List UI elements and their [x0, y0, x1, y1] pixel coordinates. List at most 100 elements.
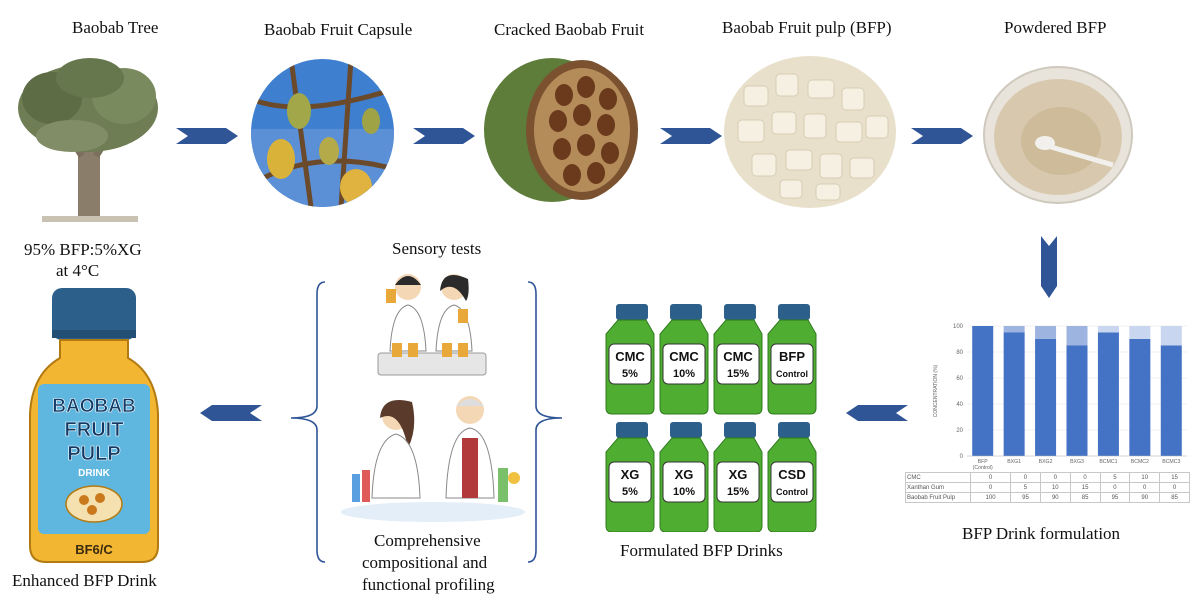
table-cell: 95: [1010, 492, 1041, 503]
bar-segment: [1066, 345, 1088, 456]
enhanced-bottle-code: BF6/C: [75, 542, 113, 557]
x-tick-label: BXG2: [1039, 459, 1053, 465]
fruit-capsule-image: [251, 59, 394, 207]
table-cell: 0: [1039, 472, 1071, 483]
x-tick-label: BCMC2: [1131, 459, 1149, 465]
bottle-label-line2: 5%: [622, 486, 638, 498]
bar-segment: [1129, 339, 1151, 456]
y-tick-label: 80: [956, 350, 963, 356]
bracket-right: [527, 281, 563, 563]
bottle-6: XG 10%: [659, 422, 709, 532]
bottle-label-line1: BFP: [779, 349, 805, 364]
table-cell: 0: [1129, 482, 1161, 493]
label-profiling-line2: compositional and: [362, 553, 488, 572]
label-powdered: Powdered BFP: [1004, 18, 1107, 37]
table-row-header: Baobab Fruit Pulp: [905, 492, 971, 503]
x-tick-label: BXG3: [1070, 459, 1084, 465]
table-row-header: Xanthan Gum: [905, 482, 971, 493]
label-formulated-drinks: Formulated BFP Drinks: [620, 541, 783, 560]
arrow-pulp-to-powder: [911, 128, 973, 144]
table-cell: 5: [1099, 472, 1131, 483]
enhanced-bottle-line4: DRINK: [78, 468, 110, 479]
label-baobab-tree: Baobab Tree: [72, 18, 159, 37]
table-cell: 0: [1099, 482, 1131, 493]
label-profiling-line1: Comprehensive: [374, 531, 481, 550]
x-tick-label: (Control): [973, 465, 993, 471]
table-row-header: CMC: [905, 472, 971, 483]
bottle-label-line1: CMC: [723, 349, 753, 364]
table-cell: 90: [1039, 492, 1071, 503]
table-cell: 10: [1039, 482, 1071, 493]
x-tick-label: BCMC1: [1099, 459, 1117, 465]
bar-segment: [972, 326, 994, 456]
bottle-label-line2: 15%: [727, 486, 749, 498]
bracket-left: [290, 281, 326, 563]
bar-segment: [1003, 332, 1025, 456]
lab-profiling-image: [341, 396, 525, 522]
bottle-3: CMC 15%: [713, 304, 763, 415]
y-tick-label: 40: [956, 402, 963, 408]
table-cell: 0: [1159, 482, 1190, 493]
table-cell: 0: [1069, 472, 1101, 483]
table-cell: 100: [969, 492, 1012, 503]
bar-segment: [1097, 326, 1119, 333]
bottle-label-line2: 5%: [622, 368, 638, 380]
bottle-label-line1: XG: [675, 467, 694, 482]
bottle-label-line2: Control: [776, 369, 808, 379]
label-sensory-tests: Sensory tests: [392, 239, 482, 258]
label-fruit-pulp: Baobab Fruit pulp (BFP): [722, 18, 892, 37]
table-cell: 85: [1159, 492, 1190, 503]
bottle-label-line1: CMC: [615, 349, 645, 364]
label-cracked-fruit: Cracked Baobab Fruit: [494, 20, 645, 39]
bar-segment: [1035, 326, 1057, 339]
bottle-label-line1: XG: [621, 467, 640, 482]
y-tick-label: 20: [956, 428, 963, 434]
table-cell: 15: [1069, 482, 1101, 493]
x-tick-label: BFP: [978, 459, 989, 465]
ratio-label-line1: 95% BFP:5%XG: [24, 240, 142, 259]
arrow-powder-down: [1041, 236, 1057, 298]
arrow-profiling-to-enhanced: [200, 405, 262, 421]
sensory-tests-image: [377, 274, 487, 376]
powdered-bfp-image: [981, 57, 1136, 207]
cracked-fruit-image: [482, 55, 640, 205]
table-cell: 0: [969, 482, 1012, 493]
label-drink-formulation: BFP Drink formulation: [962, 524, 1121, 543]
bottle-label-line2: 10%: [673, 368, 695, 380]
table-cell: 15: [1159, 472, 1190, 483]
bottle-label-line2: 10%: [673, 486, 695, 498]
arrow-chart-to-bottles: [846, 405, 908, 421]
enhanced-bottle-line3: PULP: [67, 443, 120, 465]
bar-segment: [1160, 326, 1182, 346]
bar-segment: [1097, 332, 1119, 456]
table-cell: 95: [1099, 492, 1131, 503]
bottle-4: BFP Control: [767, 304, 817, 415]
table-cell: 0: [969, 472, 1012, 483]
enhanced-drink-bottle: BAOBAB FRUIT PULP DRINK BF6/C: [29, 288, 159, 563]
bottle-1: CMC 5%: [605, 304, 655, 415]
table-cell: 85: [1069, 492, 1101, 503]
y-tick-label: 100: [953, 324, 964, 330]
x-tick-label: BXG1: [1007, 459, 1021, 465]
enhanced-bottle-line1: BAOBAB: [52, 396, 135, 417]
label-fruit-capsule: Baobab Fruit Capsule: [264, 20, 413, 39]
bottle-label-line2: 15%: [727, 368, 749, 380]
bar-segment: [1160, 345, 1182, 456]
bar-segment: [1066, 326, 1088, 346]
baobab-tree-image: [18, 58, 158, 222]
y-tick-label: 0: [960, 454, 964, 460]
label-enhanced-drink: Enhanced BFP Drink: [12, 571, 157, 590]
table-cell: 5: [1010, 482, 1041, 493]
fruit-pulp-image: [724, 56, 896, 208]
bottle-label-line1: CSD: [778, 467, 805, 482]
enhanced-bottle-line2: FRUIT: [65, 419, 124, 441]
bar-segment: [1129, 326, 1151, 339]
